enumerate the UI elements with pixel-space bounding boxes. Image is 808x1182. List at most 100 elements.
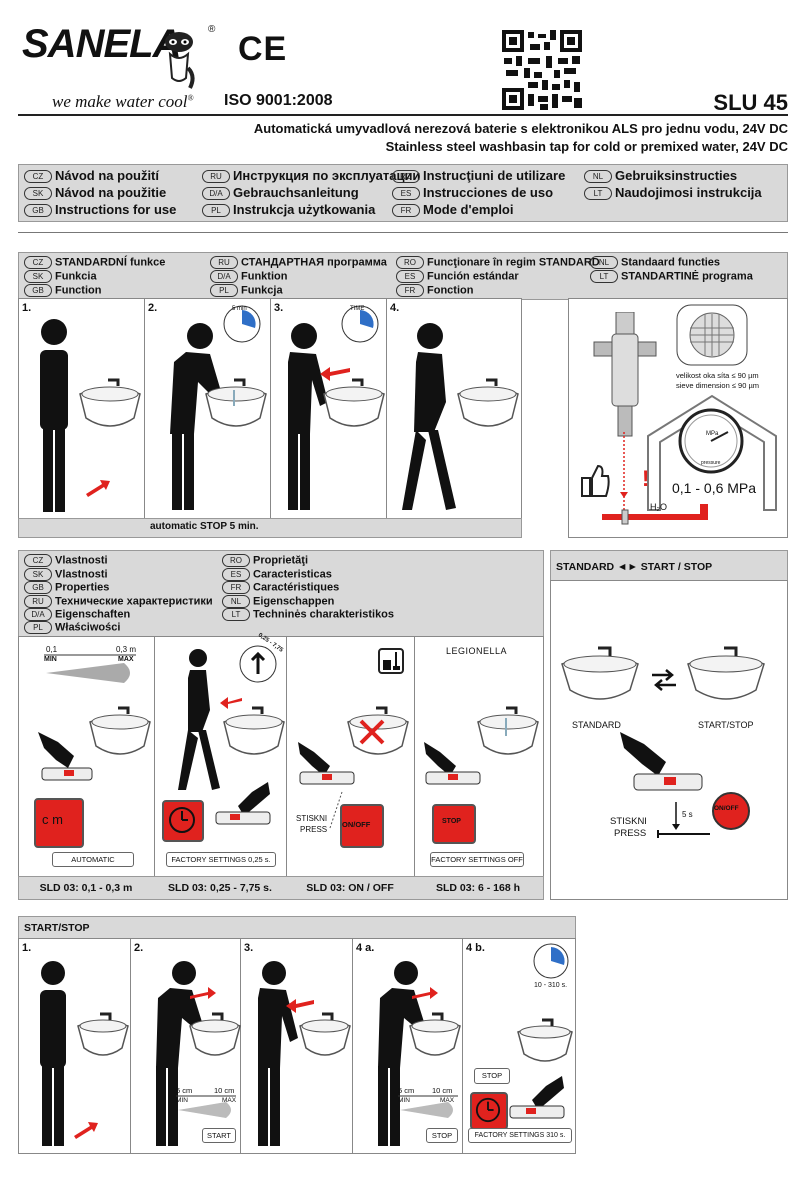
- on-off-label: ON/OFF: [342, 820, 371, 829]
- person-standing-icon: [40, 319, 68, 512]
- timer-badge-icon: [223, 305, 261, 343]
- caption-factory-310: FACTORY SETTINGS 310 s.: [468, 1128, 572, 1143]
- person-walking-icon: [178, 649, 220, 790]
- brand-tagline: we make water cool®: [52, 92, 194, 112]
- startstop-label: START/STOP: [698, 720, 754, 730]
- range-max: MAX: [118, 656, 134, 663]
- ss4a-range-min-value: 5 cm: [398, 1086, 415, 1095]
- house-outline-icon: [647, 394, 777, 511]
- remote-hand-icon: [620, 732, 703, 791]
- sf-step-2-num: 2.: [148, 302, 158, 314]
- person-leaving-icon: [258, 961, 298, 1146]
- stop-box[interactable]: STOP: [474, 1068, 510, 1084]
- stop-button[interactable]: STOP: [426, 1128, 458, 1143]
- ss-range-min: MIN: [176, 1097, 188, 1104]
- person-walking-icon: [402, 323, 456, 510]
- ss-range-max: MAX: [222, 1097, 237, 1104]
- h2o-label: H₂O: [650, 502, 667, 512]
- washbasin-icon: [79, 378, 141, 427]
- press-cz: STISKNI: [296, 814, 328, 823]
- washbasin-icon: [457, 378, 519, 427]
- step2-badge-text: 5 min: [232, 306, 247, 312]
- iso-label: ISO 9001:2008: [224, 92, 333, 109]
- timer-range: 10 - 310 s.: [534, 982, 568, 989]
- person-standing-icon: [40, 961, 66, 1146]
- person-leaving-icon: [288, 323, 328, 510]
- standard-startstop-title: STANDARD ◄► START / STOP: [556, 561, 713, 573]
- sieve-icon: [676, 304, 748, 366]
- auto-stop-label: automatic STOP 5 min.: [150, 521, 259, 532]
- filter-label-1: velikost oka síta ≤ 90 µm: [676, 371, 759, 380]
- caption-automatic: AUTOMATIC: [52, 852, 134, 867]
- sld-2: SLD 03: 0,25 - 7,75 s.: [168, 882, 272, 894]
- washbasin-icon: [687, 646, 765, 700]
- clock-icon: [169, 807, 195, 833]
- press-indicator-icon: [657, 802, 710, 838]
- pressure-gauge-icon: [678, 408, 744, 474]
- filter-valve-icon: [593, 312, 657, 437]
- qr-code-icon: [502, 30, 582, 110]
- sld-bar: [18, 876, 544, 900]
- brand-name: SANELA: [22, 22, 181, 66]
- sld-1: SLD 03: 0,1 - 0,3 m: [39, 882, 133, 894]
- red-arrow-icon: [74, 1122, 98, 1139]
- on-off-box[interactable]: [340, 804, 384, 848]
- caption-factory-delay: FACTORY SETTINGS 0,25 s.: [166, 852, 276, 867]
- gauge-unit: MPa: [706, 431, 719, 437]
- clock-icon: [475, 1097, 501, 1123]
- cross-icon: [359, 719, 385, 745]
- on-off-circle[interactable]: [712, 792, 750, 830]
- pressure-range: 0,1 - 0,6 MPa: [672, 480, 757, 496]
- swap-arrows-icon: [652, 669, 676, 691]
- ce-mark: CE: [238, 30, 288, 68]
- timer-badge-icon: [239, 645, 277, 683]
- sensor-range-icon: [44, 654, 136, 683]
- range-min: MIN: [44, 656, 57, 663]
- washbasin-icon: [409, 1012, 461, 1056]
- caption-factory-off: FACTORY SETTINGS OFF: [430, 852, 524, 867]
- press-cz-2: STISKNI: [610, 816, 647, 827]
- remote-hand-icon: [424, 742, 481, 785]
- ss-step-1-num: 1.: [22, 942, 32, 954]
- legionella-stop-box[interactable]: [432, 804, 476, 844]
- header-rule: [18, 114, 788, 116]
- washbasin-icon: [299, 1012, 351, 1056]
- sensor-range-icon: [398, 1095, 458, 1118]
- range-max-value: 0,3 m: [116, 645, 137, 654]
- thumbs-up-icon: [581, 464, 610, 497]
- ss-step-2-num: 2.: [134, 942, 144, 954]
- brand-logo: SANELA ®: [22, 22, 215, 67]
- cm-box: [34, 798, 84, 848]
- red-arrow-icon: [286, 999, 314, 1013]
- washbasin-icon: [189, 1012, 241, 1056]
- washbasin-icon: [77, 1012, 129, 1056]
- ss-range-min-value: 5 cm: [176, 1086, 193, 1095]
- washbasin-icon: [89, 706, 151, 755]
- press-lines-icon: [329, 791, 343, 829]
- remote-hand-icon: [298, 742, 355, 785]
- washbasin-icon: [323, 378, 385, 427]
- auto-stop-bar: [18, 518, 522, 538]
- subtitle-en: Stainless steel washbasin tap for cold o…: [385, 139, 788, 154]
- start-button[interactable]: START: [202, 1128, 236, 1143]
- timer-badge-icon: [341, 305, 379, 343]
- sensor-range-icon: [176, 1095, 236, 1118]
- water-pipe-icon: [602, 432, 708, 525]
- cm-label: c m: [42, 812, 63, 827]
- red-arrow-icon: [220, 697, 242, 709]
